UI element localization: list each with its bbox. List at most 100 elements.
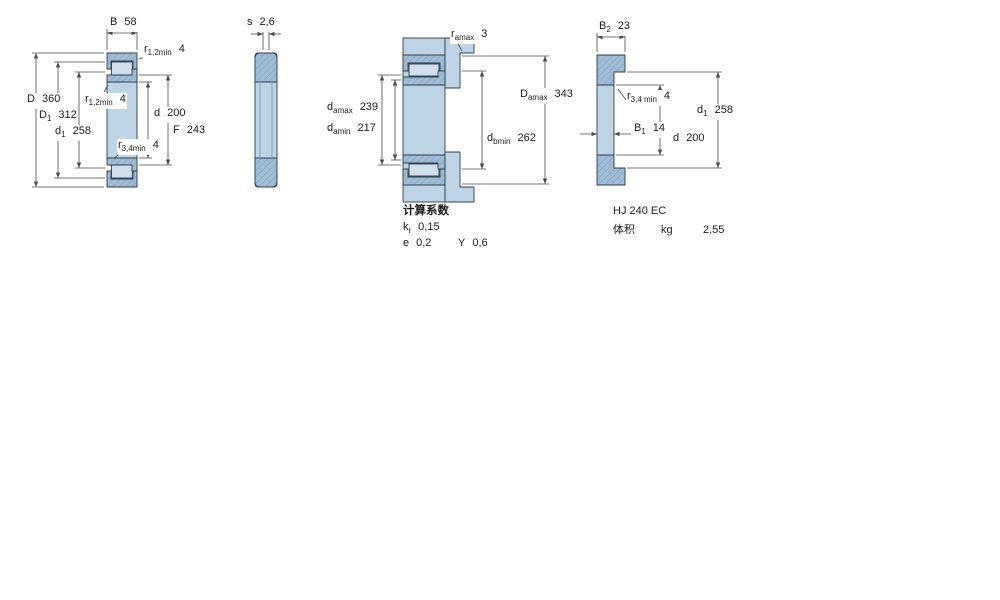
inner-ring-bottom — [402, 154, 446, 170]
dim-symbol: r — [85, 93, 89, 105]
dim-subscript: 1,2min — [88, 98, 113, 108]
dim-symbol: r — [144, 43, 148, 55]
dim-symbol: r — [118, 139, 122, 151]
dim-value: 23 — [617, 20, 631, 32]
dim-label-dbmin: dbmin 262 — [486, 132, 537, 149]
dim-symbol: d — [487, 132, 494, 144]
factor-symbol: k — [403, 221, 409, 233]
ring-web — [596, 84, 615, 156]
dim-symbol: r — [451, 28, 455, 40]
angle-ring-top — [596, 54, 626, 86]
dim-subscript: 1,2min — [147, 48, 172, 58]
dim-symbol: d — [327, 122, 334, 134]
dim-subscript: 3,4 min — [630, 95, 657, 105]
dim-subscript: amax — [527, 93, 548, 103]
dim-value: 14 — [652, 122, 666, 134]
dim-subscript: bmin — [493, 137, 511, 147]
dim-value: 200 — [686, 132, 705, 144]
dim-symbol: r — [627, 90, 631, 102]
dim-value: 2,6 — [259, 16, 275, 28]
dim-label-damax: damax 239 — [326, 101, 380, 118]
dim-symbol: B — [634, 122, 642, 134]
inner-ring-top — [402, 70, 446, 86]
dim-subscript: amin — [333, 127, 351, 137]
factor-kr: kr 0,15 — [402, 221, 441, 238]
dim-symbol: F — [173, 124, 180, 136]
front-section-view — [106, 52, 138, 188]
dim-label-r34: r3,4min 4 — [117, 139, 160, 156]
dim-value: 4 — [119, 93, 126, 105]
dim-subscript: 1 — [703, 109, 708, 119]
dim-subscript: 3,4min — [121, 144, 146, 154]
dim-label-d: d 200 — [153, 107, 187, 124]
angle-ring-bottom — [596, 154, 626, 186]
dim-value: 4 — [178, 43, 185, 55]
profile-top-cap — [254, 52, 278, 83]
inner-ring-top — [106, 68, 138, 83]
mass-unit: kg — [660, 224, 674, 237]
outer-ring-bottom — [106, 170, 138, 188]
ring-designation: HJ 240 EC — [612, 205, 668, 218]
mass-label: 体积 — [612, 224, 636, 237]
dim-symbol: s — [247, 16, 253, 28]
angle-ring-view — [596, 54, 626, 186]
dim-label-Damax: Damax 343 — [519, 88, 574, 105]
outer-ring-bottom — [402, 168, 446, 186]
dim-value: 258 — [72, 125, 91, 137]
factor-subscript: r — [408, 226, 412, 236]
dim-label-D1: D1 312 — [38, 109, 78, 126]
factor-value: 0,2 — [416, 237, 432, 249]
dim-value: 243 — [186, 124, 206, 136]
dim-label-d1: d1 258 — [54, 125, 92, 142]
dim-label-F: F 243 — [172, 124, 207, 141]
dim-value: 312 — [58, 109, 77, 121]
inner-ring-bottom — [106, 157, 138, 172]
calc-factors-heading: 计算系数 — [402, 205, 450, 218]
dim-label-r12-top: r1,2min 4 — [143, 43, 186, 60]
dim-value: 4 — [152, 139, 159, 151]
dim-value: 343 — [554, 88, 573, 100]
dim-value: 262 — [517, 132, 536, 144]
dim-value: 258 — [714, 104, 733, 116]
dim-symbol: d — [327, 101, 334, 113]
dim-label-d-ring: d 200 — [672, 132, 706, 149]
dim-subscript: amax — [454, 33, 475, 43]
dim-symbol: d — [154, 107, 161, 119]
dim-subscript: 1 — [46, 114, 52, 124]
dim-subscript: 2 — [606, 25, 611, 35]
profile-bottom-cap — [254, 157, 278, 188]
dim-value: 239 — [359, 101, 379, 113]
dim-symbol: d — [673, 132, 680, 144]
housing-shoulder-bottom — [444, 151, 475, 203]
dim-label-B2: B2 23 — [598, 20, 632, 37]
dim-symbol: d — [55, 125, 62, 137]
outer-ring-top — [402, 54, 446, 72]
dim-label-r12-mid: r1,2min 4 — [84, 93, 127, 110]
dim-subscript: 1 — [61, 130, 66, 140]
dim-subscript: amax — [333, 106, 353, 116]
dim-symbol: D — [39, 109, 47, 121]
dim-symbol: D — [27, 93, 35, 105]
dim-value: 360 — [41, 93, 61, 105]
dim-symbol: B — [599, 20, 607, 32]
side-view-dimension-lines — [251, 29, 281, 50]
roller-bottom — [408, 163, 440, 177]
outer-ring-top — [106, 52, 138, 70]
dim-value: 200 — [167, 107, 186, 119]
roller-top — [408, 63, 440, 77]
side-profile-view — [254, 52, 278, 188]
dim-symbol: D — [520, 88, 528, 100]
dim-value: 58 — [124, 16, 137, 28]
factor-value: 0,15 — [418, 221, 440, 233]
housing-shoulder-top — [444, 37, 475, 89]
roller-top — [111, 61, 133, 76]
